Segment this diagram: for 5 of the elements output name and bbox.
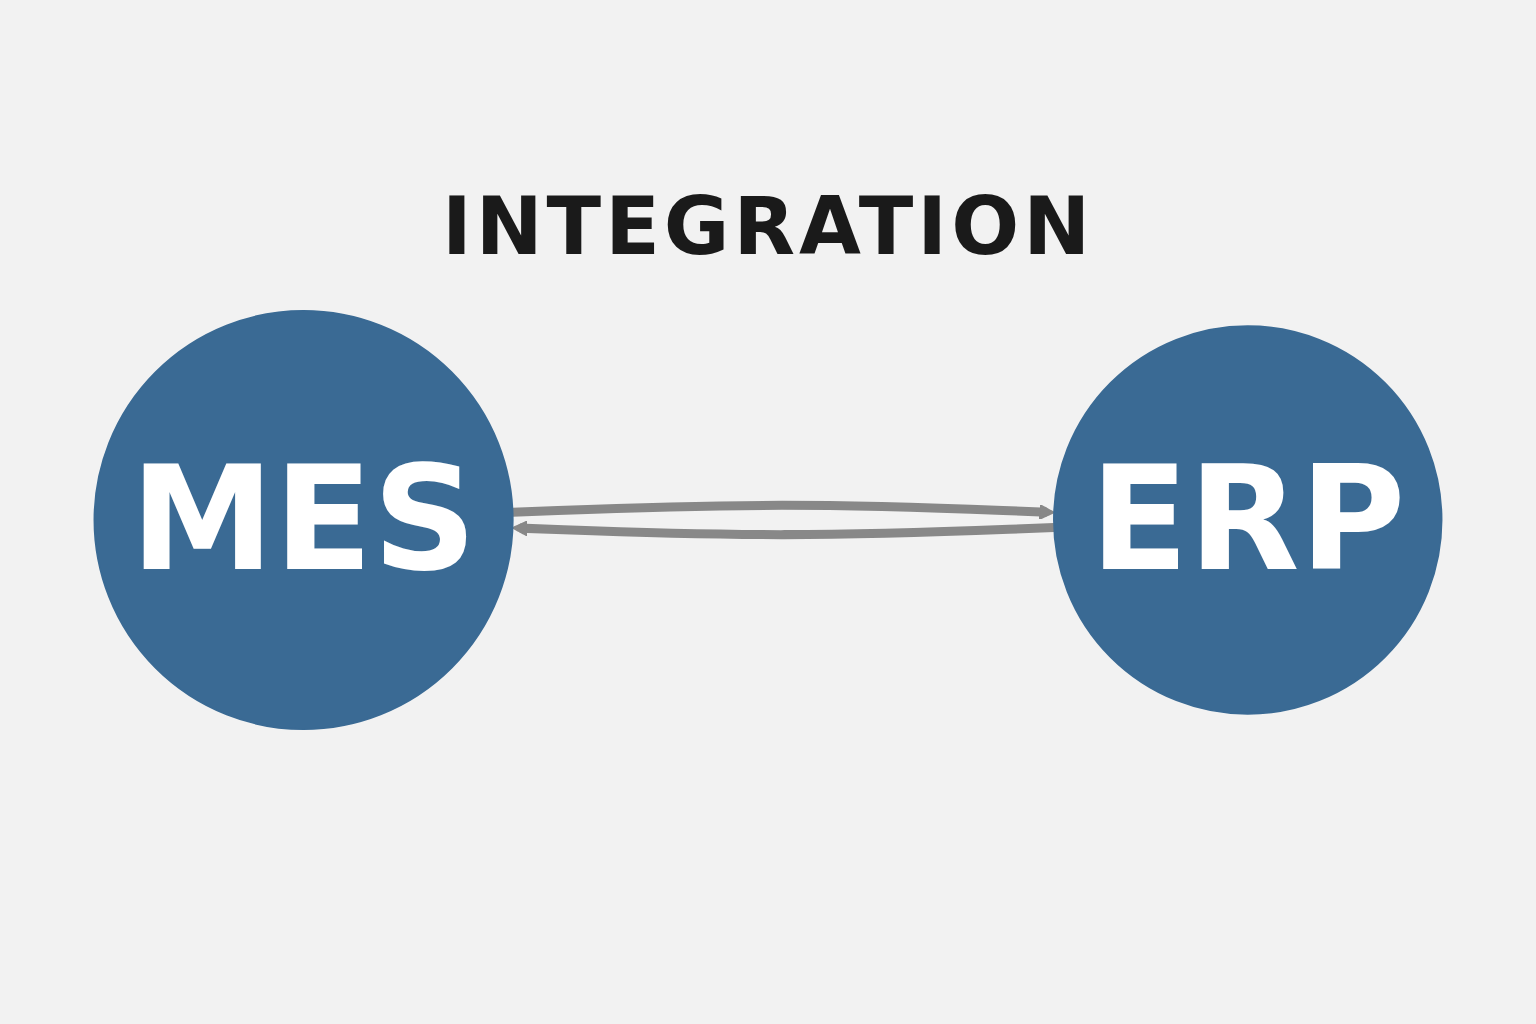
node-circle: MES [93,309,514,731]
diagram-title: INTEGRATION [441,180,1095,273]
arrow [512,500,1055,520]
arrow [511,520,1055,540]
node-circle: ERP [1053,325,1443,715]
